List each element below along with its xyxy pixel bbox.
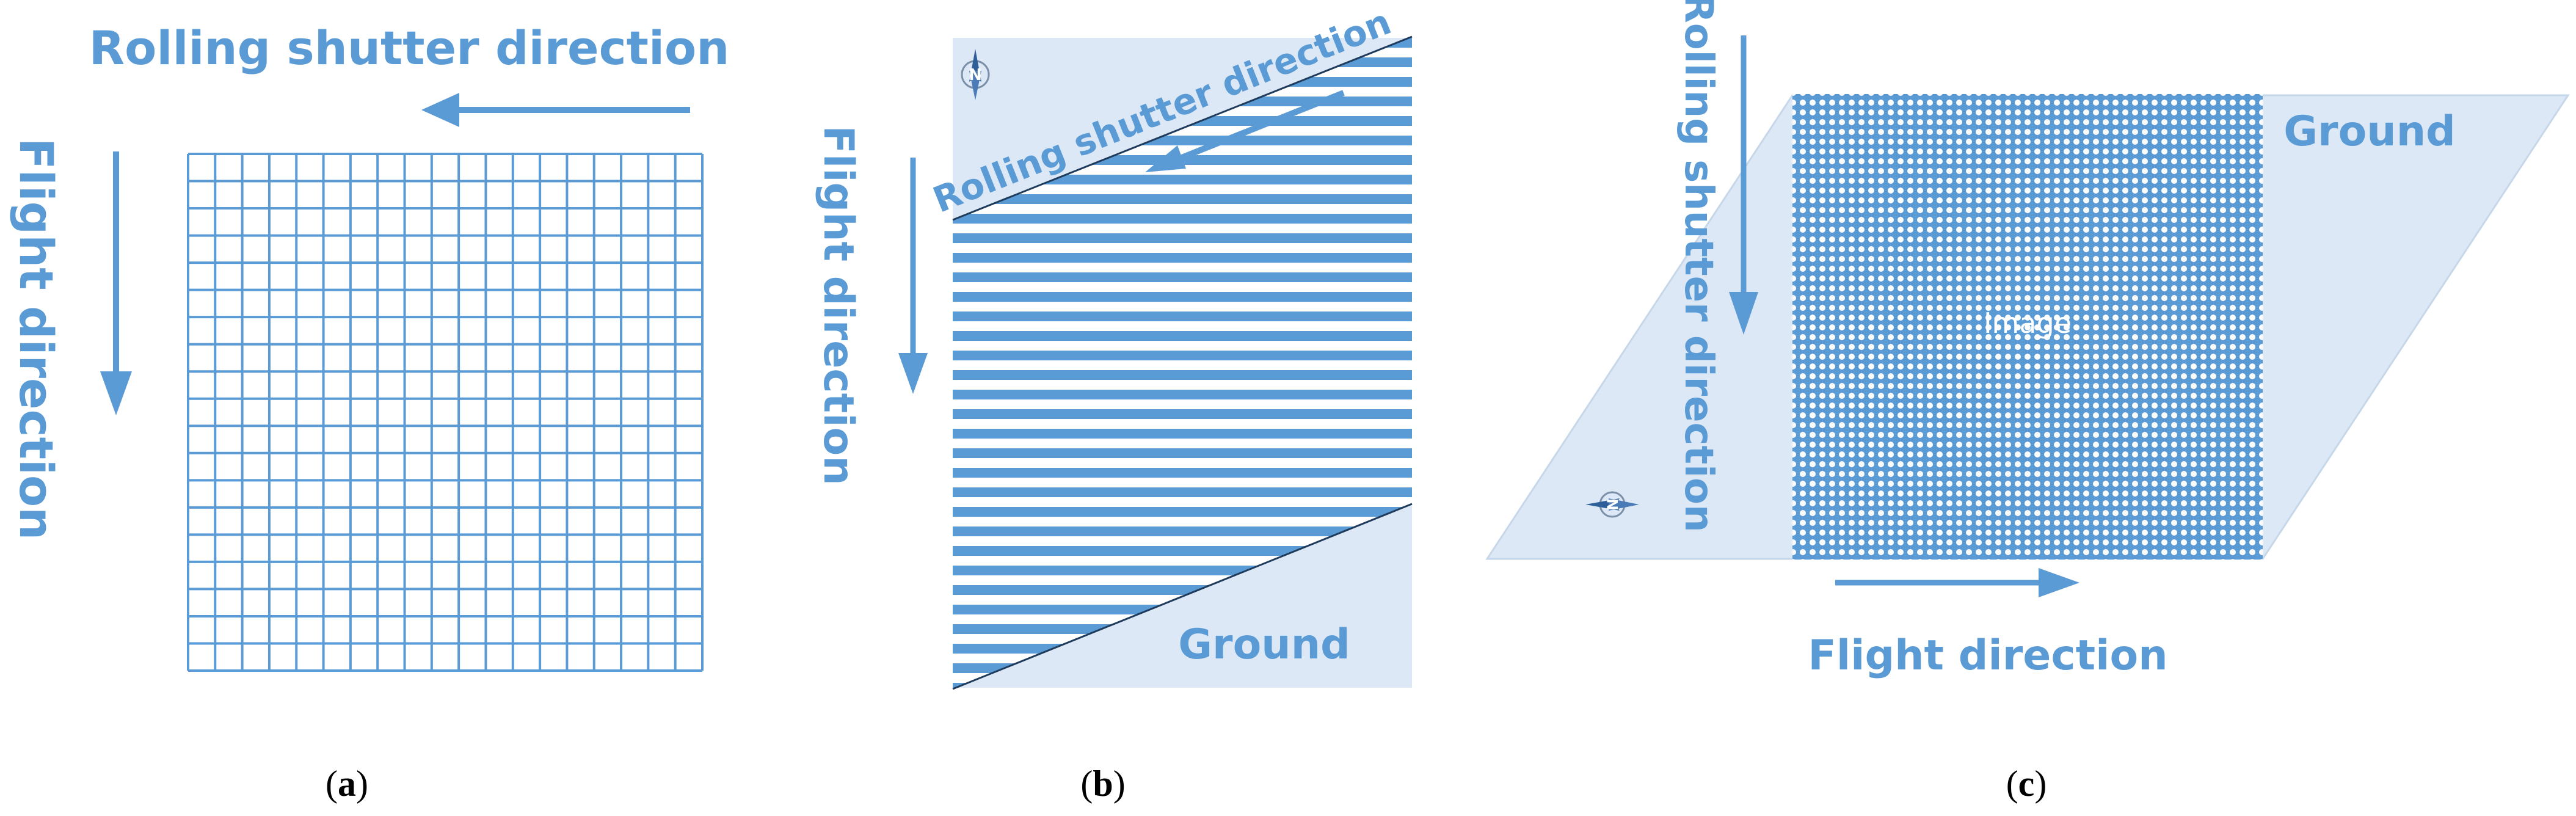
pixel-grid (187, 153, 704, 672)
scan-line (953, 487, 1412, 497)
panel-c-ground-label: Ground (2283, 107, 2456, 156)
arrow-down-icon (898, 158, 928, 394)
panel-c-image-label: Image (1984, 307, 2072, 340)
arrow-down-icon (1729, 35, 1758, 335)
arrow-down-icon (100, 151, 132, 415)
arrow-right-icon (1835, 568, 2079, 597)
panel-c-flight-label: Flight direction (1808, 632, 2167, 680)
scan-line (953, 292, 1412, 302)
panel-b-ground-label: Ground (1178, 621, 1350, 669)
panel-a-rolling-label: Rolling shutter direction (89, 21, 730, 75)
panel-b: Rolling shutter direction Flight directi… (814, 1, 1413, 690)
scan-line (953, 409, 1412, 419)
arrow-left-icon (421, 93, 690, 127)
scan-line (953, 272, 1412, 282)
scan-line (953, 233, 1412, 243)
scan-line (953, 311, 1412, 321)
image-grid (1792, 94, 2263, 559)
scan-line (953, 194, 1412, 204)
panel-b-flight-label: Flight direction (814, 125, 862, 485)
compass-letter: N (1604, 498, 1621, 511)
scan-line (953, 253, 1412, 263)
panel-c-rolling-label: Rolling shutter direction (1676, 0, 1721, 533)
caption-c-letter: c (2018, 763, 2035, 804)
panel-a-flight-label: Flight direction (9, 138, 64, 541)
arrow-diagonal-icon (1145, 90, 1345, 172)
scan-line (953, 429, 1412, 439)
scan-line (953, 468, 1412, 478)
compass-icon: N (961, 49, 990, 100)
scan-line (953, 214, 1412, 224)
caption-c: (c) (2006, 763, 2047, 804)
scan-line (953, 448, 1412, 458)
scan-line (953, 331, 1412, 341)
scan-line (953, 351, 1412, 360)
compass-letter: N (969, 66, 982, 84)
scan-line (953, 175, 1412, 184)
caption-a-letter: a (338, 763, 356, 804)
caption-a: (a) (326, 763, 368, 804)
caption-b: (b) (1080, 763, 1125, 804)
caption-b-letter: b (1093, 763, 1113, 804)
panel-c: Image Ground Rolling shutter direction F… (1485, 0, 2570, 680)
compass-icon: N (1585, 491, 1639, 518)
scan-line (953, 370, 1412, 380)
scan-line (953, 507, 1412, 517)
scan-line (953, 526, 1412, 536)
scan-line (953, 390, 1412, 399)
panel-a: Rolling shutter direction Flight directi… (9, 21, 730, 672)
